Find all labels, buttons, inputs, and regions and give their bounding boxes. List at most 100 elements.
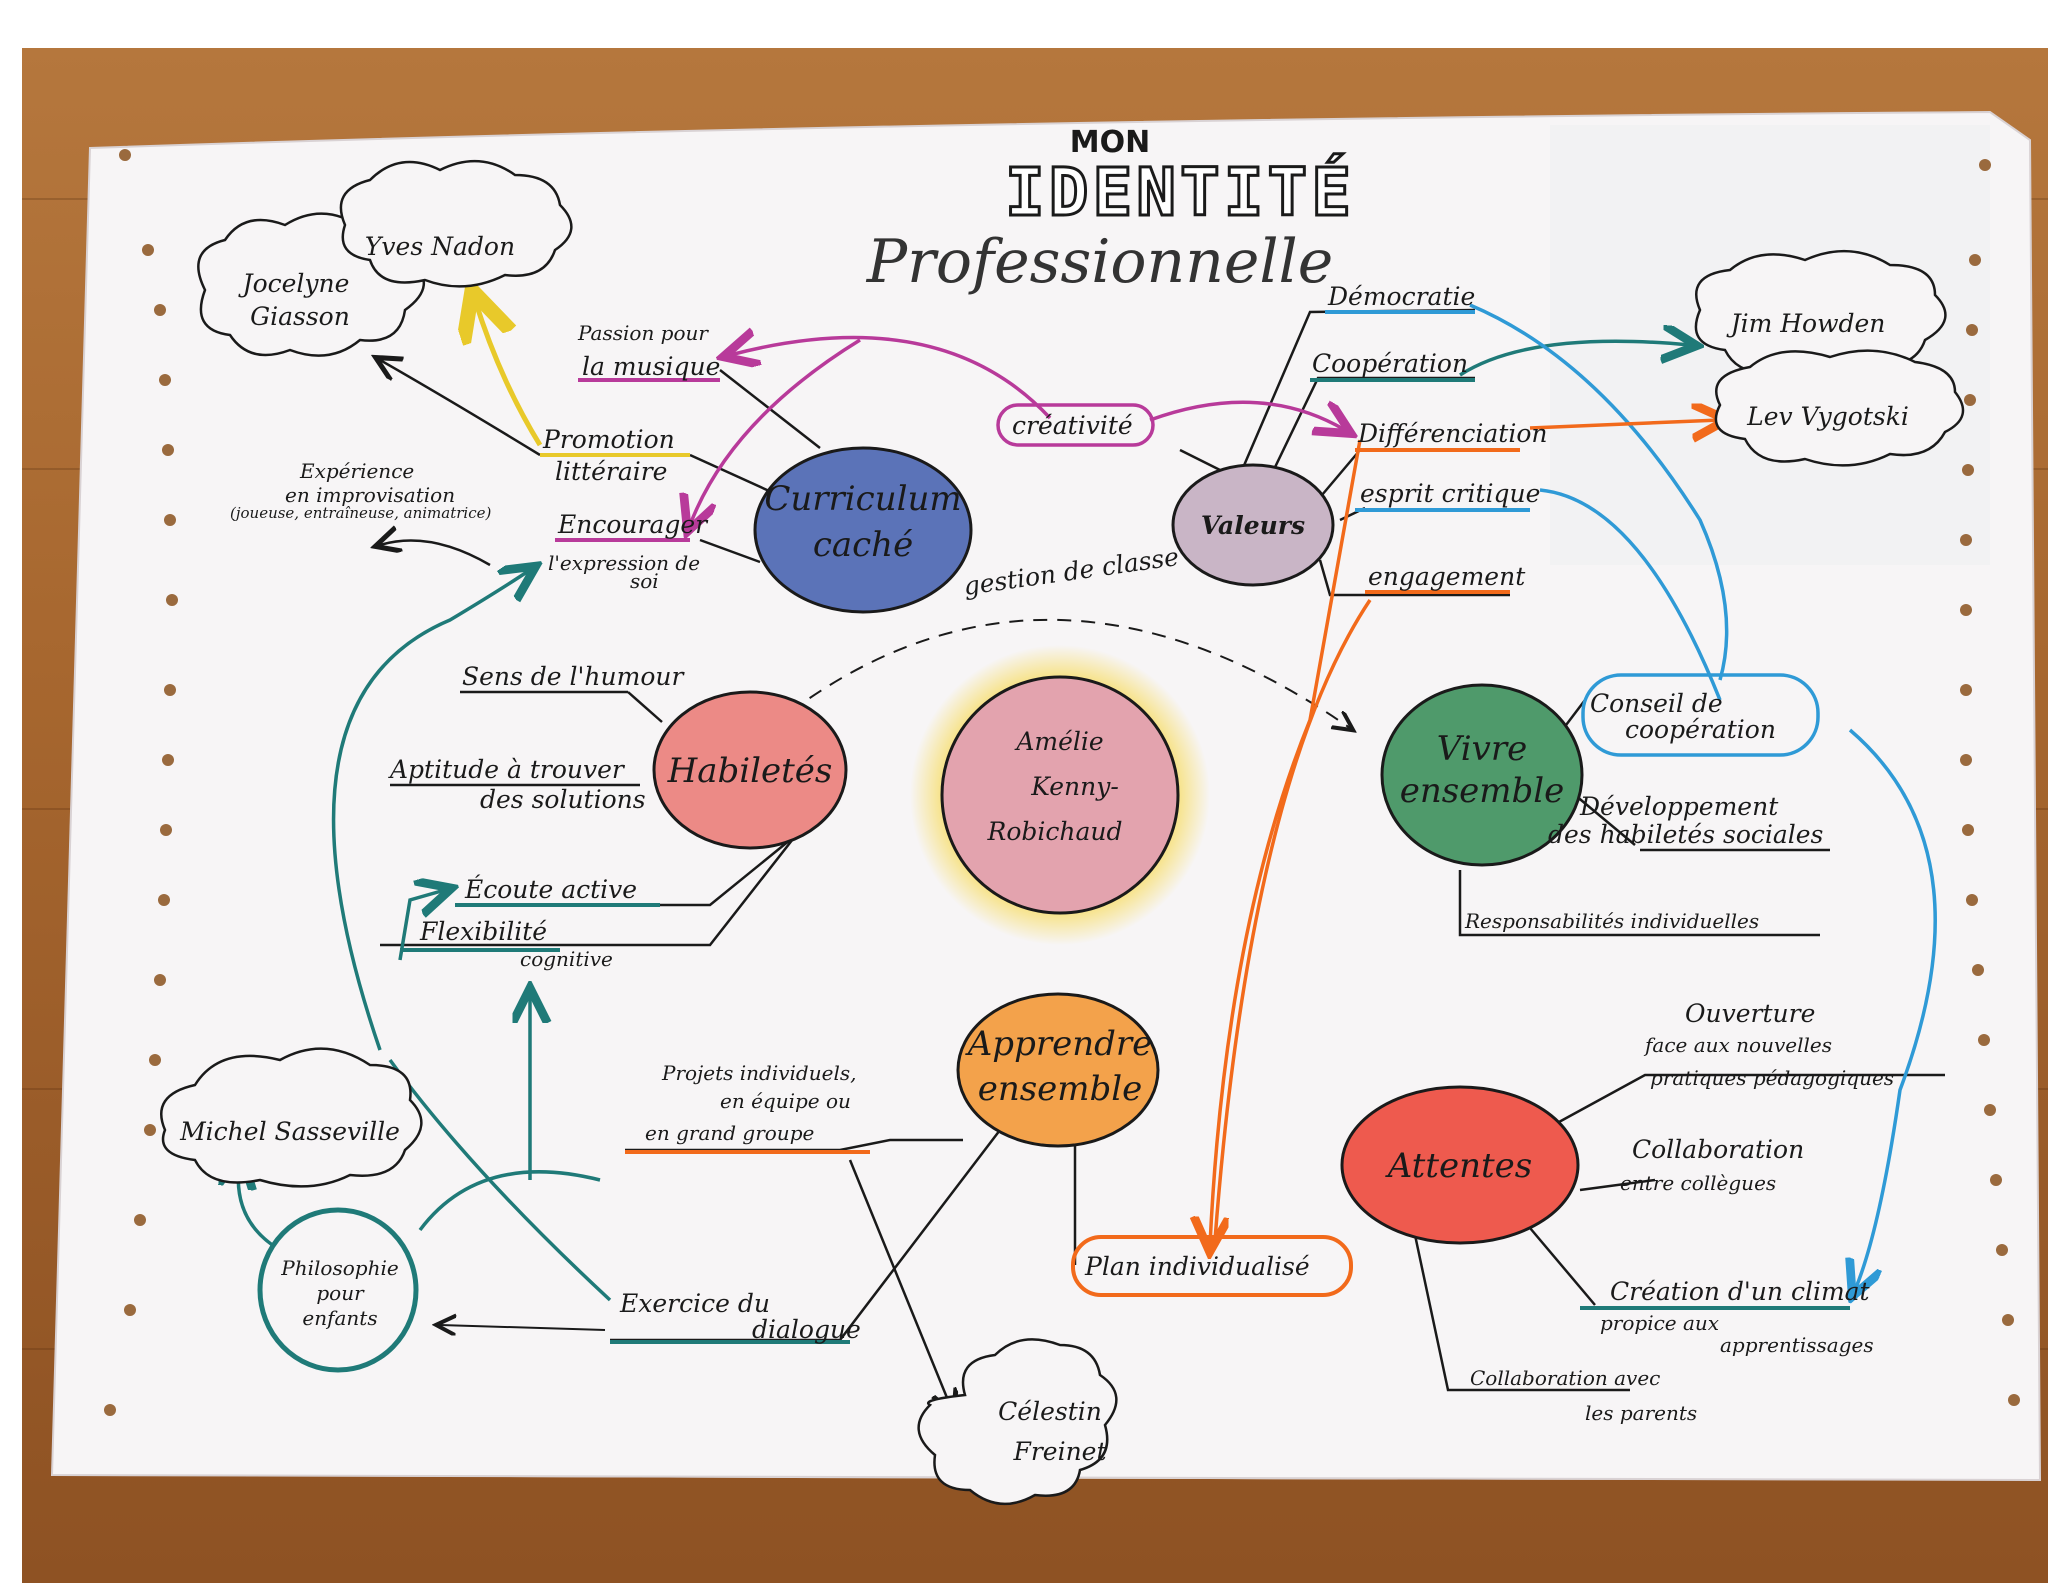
yellow-arrow-nadon bbox=[475, 300, 543, 447]
label-ouverture-2: face aux nouvelles bbox=[1643, 1033, 1832, 1057]
label-democratie: Démocratie bbox=[1327, 282, 1475, 311]
philosophie-label-1: Philosophie bbox=[280, 1256, 398, 1280]
philosophie-label-2: pour bbox=[316, 1281, 365, 1305]
label-developpement-1: Développement bbox=[1579, 792, 1779, 821]
frame-conseil bbox=[1581, 673, 1820, 757]
label-plan: Plan individualisé bbox=[1084, 1252, 1310, 1281]
title-mon: MON bbox=[1070, 125, 1150, 160]
label-experience-2: en improvisation bbox=[285, 483, 455, 507]
bubble-vivre-ensemble bbox=[1380, 683, 1584, 867]
label-developpement-2: des habiletés sociales bbox=[1548, 820, 1823, 849]
apprendre-label-1: Apprendre bbox=[965, 1024, 1153, 1064]
cloud-freinet-text-2: Freinet bbox=[1012, 1437, 1107, 1466]
label-encourager-2: l'expression de bbox=[548, 551, 700, 575]
teal-branch-philo bbox=[418, 1170, 601, 1232]
label-collab-coll-1: Collaboration bbox=[1632, 1135, 1804, 1164]
label-differenciation: Différenciation bbox=[1357, 419, 1548, 448]
blue-line-esprit bbox=[1539, 488, 1722, 701]
teal-branch-exercice bbox=[388, 1058, 612, 1302]
bubble-attentes bbox=[1340, 1085, 1580, 1245]
teal-arrow-encourager bbox=[331, 570, 530, 1051]
label-creation-1: Création d'un climat bbox=[1610, 1277, 1871, 1306]
attentes-label: Attentes bbox=[1385, 1146, 1533, 1186]
label-promotion-1: Promotion bbox=[542, 425, 675, 454]
bubble-valeurs bbox=[1171, 463, 1335, 587]
label-aptitude-2: des solutions bbox=[480, 785, 646, 814]
bubble-philosophie bbox=[257, 1207, 419, 1373]
center-bubble bbox=[910, 645, 1210, 945]
center-name-3: Robichaud bbox=[987, 817, 1123, 846]
label-ecoute: Écoute active bbox=[464, 875, 637, 904]
center-name-2: Kenny- bbox=[1030, 772, 1119, 801]
label-experience-3: (joueuse, entraîneuse, animatrice) bbox=[230, 504, 491, 522]
philosophie-label-3: enfants bbox=[302, 1306, 377, 1330]
label-collab-coll-2: entre collègues bbox=[1620, 1171, 1776, 1195]
teal-arrow-ecoute bbox=[398, 890, 445, 961]
cloud-nadon-text: Yves Nadon bbox=[365, 232, 515, 261]
gestion-de-classe-arc bbox=[789, 618, 1350, 728]
cloud-freinet bbox=[917, 1338, 1118, 1506]
label-projets-2: en équipe ou bbox=[720, 1089, 851, 1113]
bubble-curriculum bbox=[753, 446, 973, 614]
label-ouverture-1: Ouverture bbox=[1685, 999, 1815, 1028]
label-exercice-1: Exercice du bbox=[619, 1289, 770, 1318]
label-conseil-2: coopération bbox=[1625, 715, 1776, 744]
label-aptitude-1: Aptitude à trouver bbox=[388, 755, 626, 784]
cloud-vygotski-text: Lev Vygotski bbox=[1746, 402, 1909, 431]
apprendre-label-2: ensemble bbox=[978, 1069, 1143, 1109]
title-professionnelle: Professionnelle bbox=[866, 227, 1333, 297]
label-collab-par-1: Collaboration avec bbox=[1470, 1366, 1660, 1390]
curriculum-label-1: Curriculum bbox=[764, 479, 961, 519]
cloud-giasson-text-1: Jocelyne bbox=[238, 269, 350, 298]
teal-arrow-philo bbox=[440, 1325, 606, 1330]
label-creation-3: apprentissages bbox=[1720, 1333, 1874, 1357]
label-responsabilites: Responsabilités individuelles bbox=[1464, 909, 1759, 933]
bubble-habiletes bbox=[652, 690, 848, 850]
frame-plan bbox=[1071, 1235, 1353, 1297]
magenta-arrow-differenciation bbox=[1149, 400, 1345, 430]
label-creation-2: propice aux bbox=[1600, 1311, 1719, 1335]
label-projets-1: Projets individuels, bbox=[661, 1061, 856, 1085]
cloud-sasseville-text: Michel Sasseville bbox=[179, 1117, 400, 1146]
habiletes-label: Habiletés bbox=[667, 751, 833, 791]
frame-creativite bbox=[996, 403, 1155, 447]
tractor-holes bbox=[104, 149, 2020, 1416]
magenta-arrow-passion bbox=[730, 338, 1052, 420]
cloud-freinet-text-1: Célestin bbox=[998, 1397, 1102, 1426]
label-engagement: engagement bbox=[1368, 562, 1526, 591]
label-flexibilite-2: cognitive bbox=[520, 947, 613, 971]
label-creativite: créativité bbox=[1012, 411, 1133, 440]
label-passion-2: la musique bbox=[582, 352, 720, 381]
center-name-1: Amélie bbox=[1014, 727, 1103, 756]
label-passion-1: Passion pour bbox=[577, 321, 709, 345]
label-exercice-2: dialogue bbox=[752, 1315, 861, 1344]
label-experience-1: Expérience bbox=[299, 459, 414, 483]
cloud-sasseville bbox=[160, 1047, 423, 1188]
label-promotion-2: littéraire bbox=[555, 457, 667, 486]
curriculum-label-2: caché bbox=[813, 525, 913, 565]
cloud-howden-text: Jim Howden bbox=[1726, 309, 1886, 338]
title-identite: IDENTITÉ bbox=[1005, 153, 1355, 231]
label-conseil-1: Conseil de bbox=[1590, 689, 1723, 718]
label-humour: Sens de l'humour bbox=[462, 662, 685, 691]
label-cooperation: Coopération bbox=[1312, 349, 1468, 378]
teal-arrow-howden bbox=[1459, 341, 1690, 377]
label-encourager-3: soi bbox=[630, 569, 659, 593]
orange-arrow-vygotski bbox=[1529, 420, 1720, 428]
orange-arrow-plan bbox=[1210, 439, 1362, 1245]
blue-line-democratie bbox=[1469, 303, 1729, 681]
label-collab-par-2: les parents bbox=[1585, 1401, 1697, 1425]
label-esprit: esprit critique bbox=[1360, 479, 1540, 508]
label-projets-3: en grand groupe bbox=[645, 1121, 814, 1145]
vivre-label-1: Vivre bbox=[1437, 729, 1527, 769]
bubble-apprendre-ensemble bbox=[956, 992, 1160, 1148]
cloud-vygotski bbox=[1714, 349, 1965, 467]
label-ouverture-3: pratiques pédagogiques bbox=[1650, 1066, 1894, 1090]
orange-arrow-plan-2 bbox=[1213, 599, 1372, 1241]
label-flexibilite-1: Flexibilité bbox=[419, 917, 547, 946]
cloud-nadon bbox=[339, 159, 573, 288]
cloud-giasson-text-2: Giasson bbox=[250, 302, 350, 331]
magenta-arrow-encourager bbox=[690, 338, 861, 525]
valeurs-label: Valeurs bbox=[1201, 511, 1305, 540]
